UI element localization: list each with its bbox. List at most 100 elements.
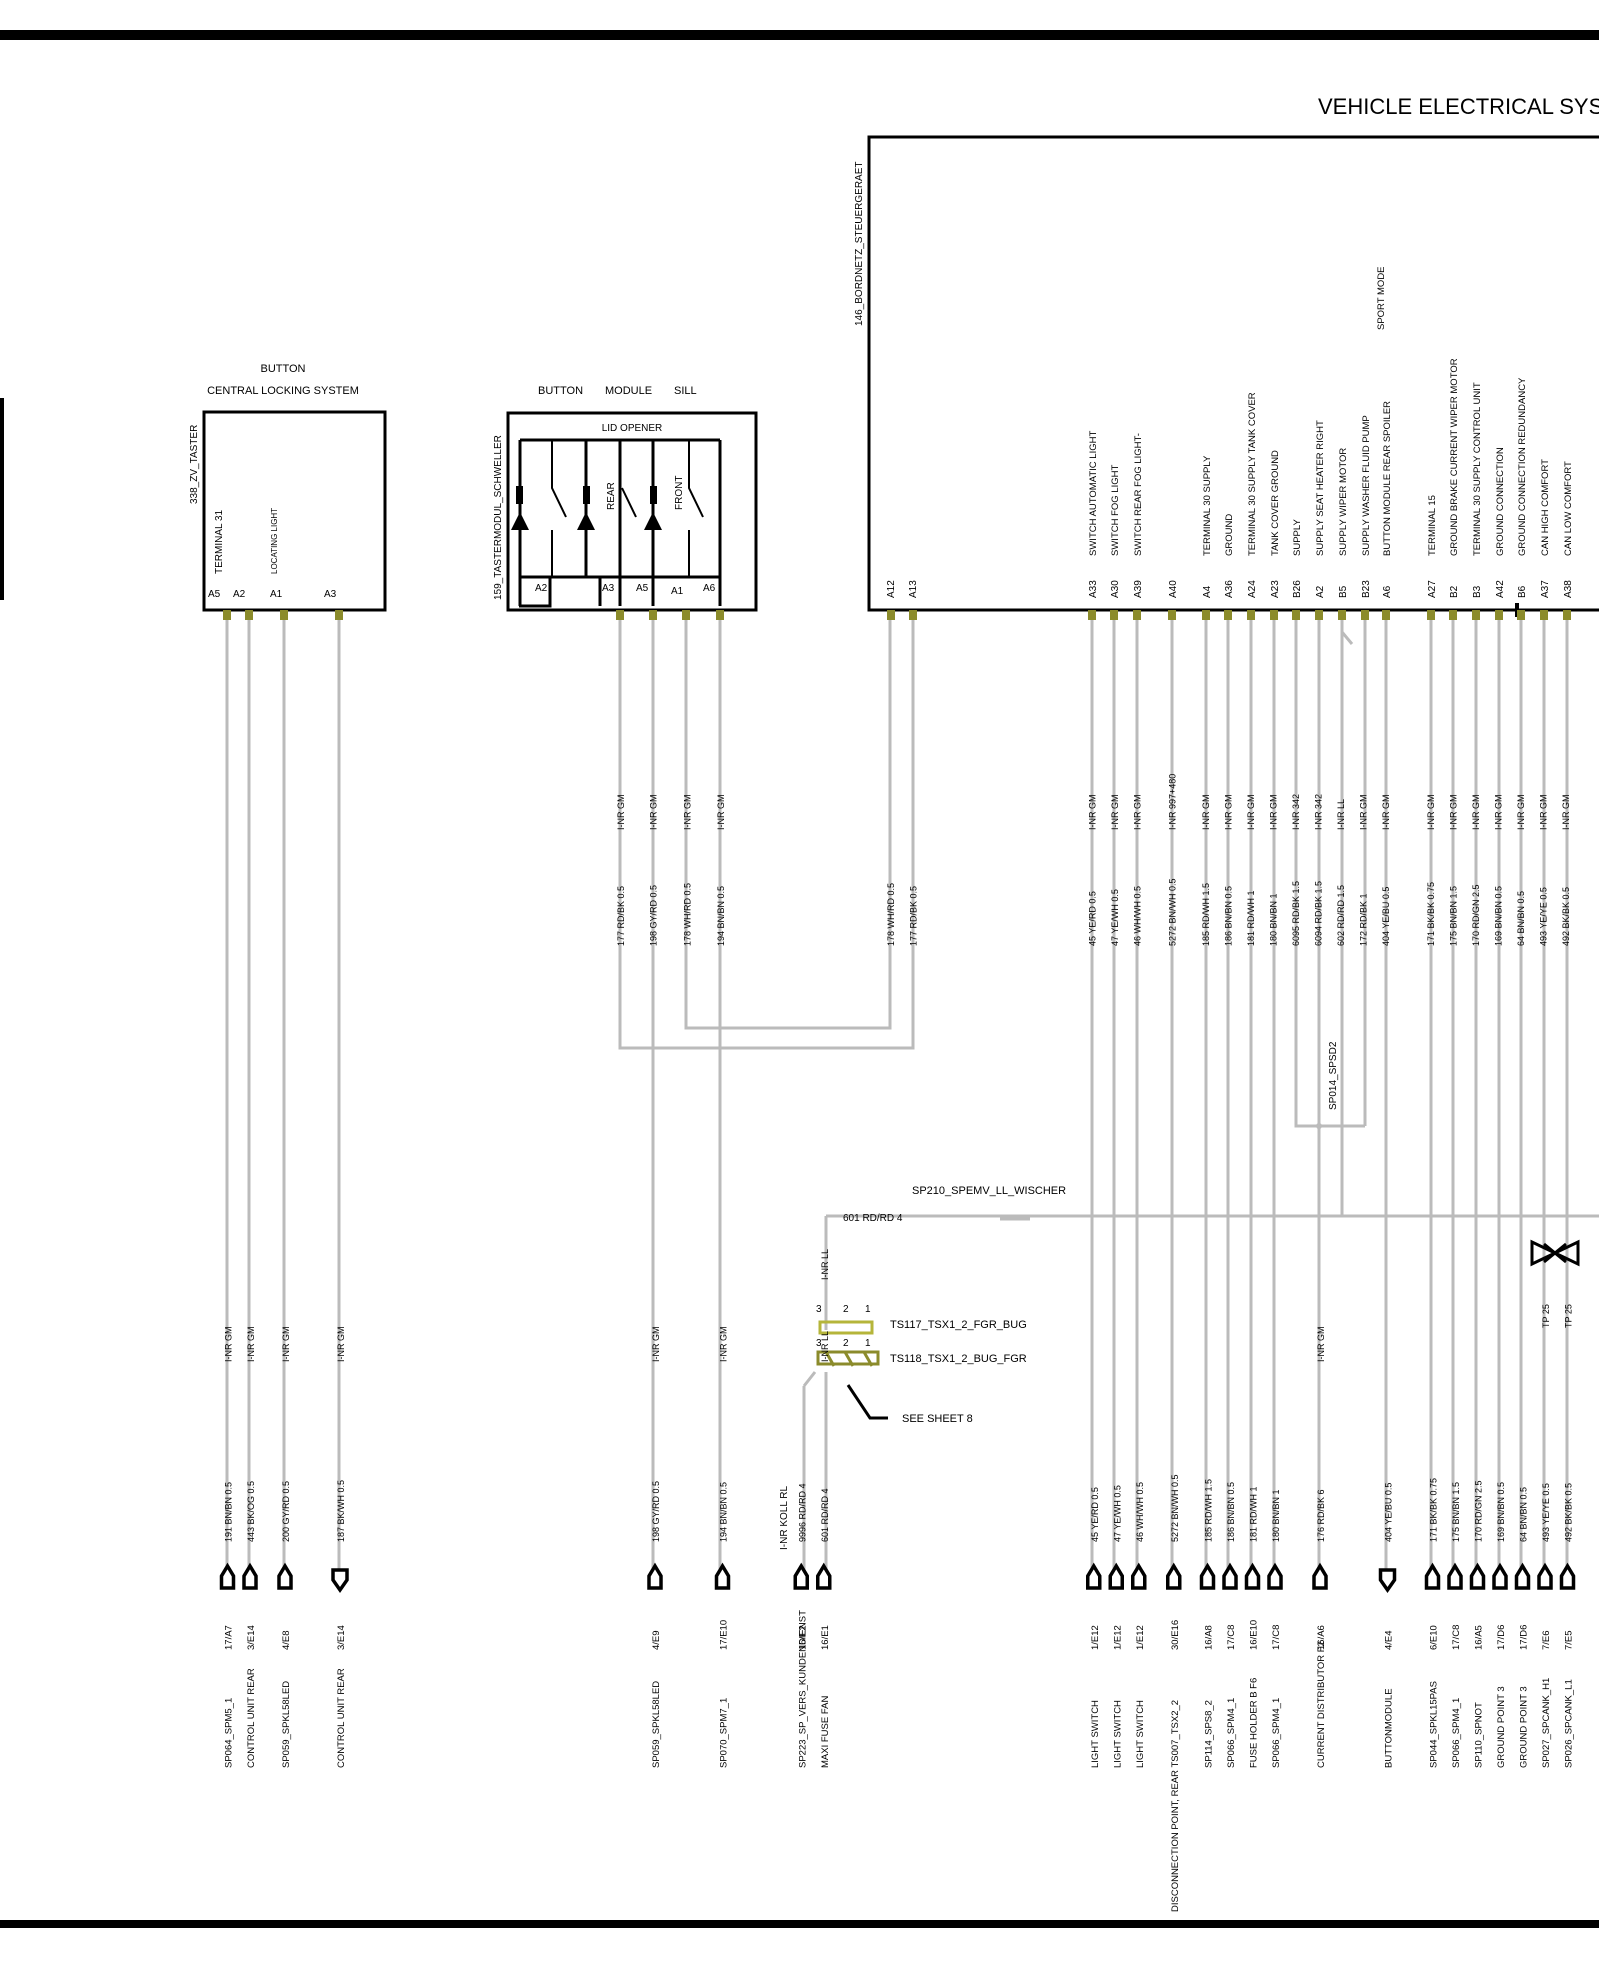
pin-stub — [1270, 610, 1278, 620]
pin-stub — [1168, 610, 1176, 620]
wire-code-label: 5272 BN/WH 0.5 — [1170, 1474, 1180, 1542]
terminal-symbol — [714, 1562, 731, 1590]
terminal-destination: SP027_SPCANK_H1 — [1541, 1678, 1552, 1768]
splice-sp014: SP014_SPSD2 — [1328, 1041, 1339, 1110]
bordnetz-pin-label: GROUND CONNECTION — [1495, 447, 1506, 556]
terminal-destination: SP223_SP_VERS_KUNDENDIENST — [797, 1610, 808, 1768]
wire-code-label: 46 WH/WH 0.5 — [1135, 1482, 1145, 1542]
terminal-sheet-ref: 3/E14 — [246, 1625, 257, 1650]
wire-label-top: I-NR GM — [1539, 795, 1549, 831]
wire-code-label: 180 BN/BN 1 — [1271, 1489, 1281, 1542]
terminal-sheet-ref: 17/D6 — [1496, 1625, 1507, 1650]
wire-label-top: I-NR GM — [1516, 795, 1526, 831]
terminal-destination: SP070_SPM7_1 — [719, 1698, 730, 1768]
terminal-sheet-ref: 16/E1 — [820, 1625, 831, 1650]
bordnetz-pin-number: A37 — [1540, 580, 1551, 598]
terminal-sheet-ref: 4/E4 — [1384, 1630, 1395, 1650]
terminal-sheet-ref: 17/C8 — [1451, 1625, 1462, 1650]
connector-pin-number: 2 — [843, 1338, 849, 1349]
terminal-destination: FUSE HOLDER B F6 — [1249, 1678, 1260, 1768]
lid-opener-label: LID OPENER — [602, 423, 663, 434]
bordnetz-pin-label: CAN LOW COMFORT — [1563, 461, 1574, 556]
wire-code-label: 170 RD/GN 2.5 — [1474, 1480, 1484, 1542]
tastermodul-title-button: BUTTON — [538, 385, 583, 397]
tastermodul-switches — [551, 440, 704, 577]
bordnetz-pin-number: A30 — [1110, 580, 1121, 598]
tastermodul-designation: 159_TASTERMODUL_SCHWELLER — [493, 435, 504, 600]
splice-sp210: SP210_SPEMV_LL_WISCHER — [912, 1185, 1066, 1197]
pin-stub — [1224, 610, 1232, 620]
terminal-destination: SP026_SPCANK_L1 — [1564, 1679, 1575, 1768]
bordnetz-box — [867, 135, 1599, 612]
terminal-destination: MAXI FUSE FAN — [820, 1696, 831, 1768]
terminal-symbol — [1424, 1562, 1441, 1590]
terminal-destination: CONTROL UNIT REAR — [336, 1668, 347, 1768]
bordnetz-pin-label: TANK COVER GROUND — [1270, 450, 1281, 556]
wire-label-top: I-NR GM — [1359, 795, 1369, 831]
terminal-sheet-ref: 7/E6 — [1541, 1630, 1552, 1650]
splice-dot — [1316, 1123, 1322, 1129]
wire-code-label: 492 BK/BK 0.5 — [1564, 1483, 1574, 1542]
terminal-symbol — [647, 1562, 663, 1590]
wire-code-label: 194 BN/BN 0.5 — [719, 1482, 729, 1542]
wire-label-top: I-NR GM — [1224, 795, 1234, 831]
terminal-sheet-ref: 3/E14 — [336, 1625, 347, 1650]
bordnetz-pin-label: BUTTON MODULE REAR SPOILER — [1382, 401, 1393, 556]
bordnetz-pin-label: CAN HIGH COMFORT — [1540, 459, 1551, 556]
pin-stub — [1449, 610, 1457, 620]
pin-stub — [1382, 610, 1390, 620]
terminal-sheet-ref: 17/C8 — [1271, 1625, 1282, 1650]
terminal-destination: SP114_SPS8_2 — [1204, 1700, 1215, 1768]
wire-code-label: 493 YE/YE 0.5 — [1539, 887, 1549, 946]
wire — [802, 1371, 828, 1570]
wire-label-top: I-NR 342 — [1314, 794, 1324, 830]
terminal-sheet-ref: 1/E12 — [1090, 1625, 1101, 1650]
terminal-symbol — [1537, 1562, 1553, 1590]
bordnetz-pin-number: B26 — [1292, 580, 1303, 598]
wire-label-top: I-NR GM — [1316, 1327, 1326, 1363]
bordnetz-pin-label: SUPPLY SEAT HEATER RIGHT — [1315, 420, 1326, 556]
terminal-destination: SP044_SPKL15PAS — [1429, 1681, 1440, 1768]
terminal-symbol — [1312, 1562, 1328, 1590]
tastermodul-box — [506, 411, 758, 612]
pin-stub — [223, 610, 231, 620]
wire-code-label: 186 BN/BN 0.5 — [1226, 1482, 1236, 1542]
wire-code-label: 493 YE/YE 0.5 — [1541, 1483, 1551, 1542]
terminal-sheet-ref: 1/E12 — [1135, 1625, 1146, 1650]
wire-code-label: 602 RD/RD 1.5 — [1336, 885, 1346, 946]
wire-code-label: 194 BN/BN 0.5 — [716, 886, 726, 946]
wire-code-label: 404 YE/BU 0.5 — [1381, 887, 1391, 946]
see-sheet-arrow — [846, 1384, 888, 1420]
terminal-symbol — [1131, 1562, 1147, 1590]
component-tastermodul: BUTTON MODULE SILL 159_TASTERMODUL_SCHWE… — [493, 385, 758, 612]
zv-taster-box — [202, 410, 387, 612]
connector-pin-number: 1 — [865, 1338, 871, 1349]
wire-code-label: 185 RD/WH 1.5 — [1201, 883, 1211, 946]
wire — [618, 612, 915, 1050]
twisted-pair-symbol — [1530, 1239, 1580, 1267]
zv-taster-label-locating-light: LOCATING LIGHT — [270, 508, 279, 574]
tastermodul-diodes — [511, 512, 662, 530]
bordnetz-pin-label: GROUND CONNECTION REDUNDANCY — [1517, 377, 1528, 556]
wire-label-top: I-NR GM — [1449, 795, 1459, 831]
bordnetz-pin-label: SWITCH REAR FOG LIGHT- — [1133, 433, 1144, 556]
wire-label-top: I-NR GM — [224, 1327, 234, 1363]
component-bordnetz: 146_BORDNETZ_STEUERGERAET A12 A13 SWITCH… — [854, 135, 1599, 617]
terminal-destination: SP110_SPNOT — [1474, 1702, 1485, 1768]
wire-label-top: TP 25 — [1564, 1304, 1574, 1328]
connector-pin-number: 2 — [843, 1304, 849, 1315]
bordnetz-pin-label: SPORT MODE — [1376, 266, 1387, 330]
terminal-destination: SP066_SPM4_1 — [1451, 1698, 1462, 1768]
terminal-destination: LIGHT SWITCH — [1112, 1700, 1123, 1768]
wire-label-top: I-NR LL — [820, 1331, 830, 1362]
bordnetz-pin-label: SUPPLY WASHER FLUID PUMP — [1361, 415, 1372, 556]
terminal-symbol — [331, 1568, 349, 1594]
terminal-destination: SP059_SPKL58LED — [651, 1681, 662, 1768]
bottom-border — [0, 1920, 1599, 1928]
pin-stub — [1361, 610, 1369, 620]
wire-label-top: I-NR GM — [649, 795, 659, 831]
pin-stub — [280, 610, 288, 620]
wire-code-label: 45 YE/RD 0.5 — [1090, 1487, 1100, 1542]
